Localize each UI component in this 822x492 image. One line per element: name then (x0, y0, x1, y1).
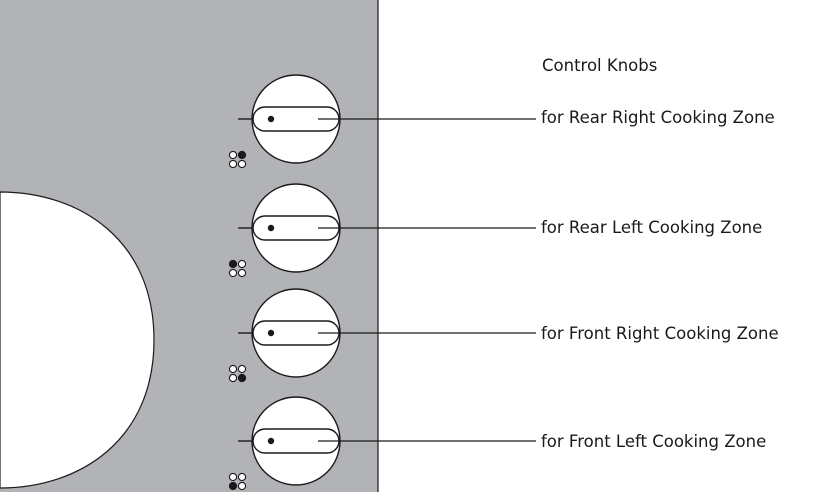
cooking-zone-cutout (0, 191, 155, 489)
zone-dot (228, 472, 238, 482)
knob-indicator-dot (267, 224, 275, 232)
zone-indicator-icon (228, 259, 247, 278)
zone-indicator-icon (228, 150, 247, 169)
zone-dot (228, 159, 238, 169)
zone-indicator-icon (228, 364, 247, 383)
zone-dot-active (228, 259, 238, 269)
zone-dot (228, 150, 238, 160)
knob-rear-right[interactable] (228, 74, 536, 169)
knob-label-rear-right: for Rear Right Cooking Zone (541, 108, 775, 127)
knob-indicator-dot (267, 437, 275, 445)
zone-dot (237, 472, 247, 482)
zone-dot (237, 268, 247, 278)
diagram-title: Control Knobs (542, 56, 658, 75)
zone-dot (237, 481, 247, 491)
knob-front-right[interactable] (228, 288, 536, 383)
knob-front-left[interactable] (228, 396, 536, 491)
knob-label-front-right: for Front Right Cooking Zone (541, 324, 779, 343)
zone-dot (228, 373, 238, 383)
knob-indicator-dot (267, 115, 275, 123)
knobs-layer (228, 74, 536, 491)
knob-label-rear-left: for Rear Left Cooking Zone (541, 218, 763, 237)
zone-dot (237, 259, 247, 269)
zone-indicator-icon (228, 472, 247, 491)
zone-dot (237, 364, 247, 374)
zone-dot (228, 268, 238, 278)
knob-label-front-left: for Front Left Cooking Zone (541, 432, 767, 451)
zone-dot-active (237, 150, 247, 160)
knob-rear-left[interactable] (228, 183, 536, 278)
zone-dot (237, 159, 247, 169)
knob-indicator-dot (267, 329, 275, 337)
zone-dot-active (228, 481, 238, 491)
zone-dot (228, 364, 238, 374)
zone-dot-active (237, 373, 247, 383)
